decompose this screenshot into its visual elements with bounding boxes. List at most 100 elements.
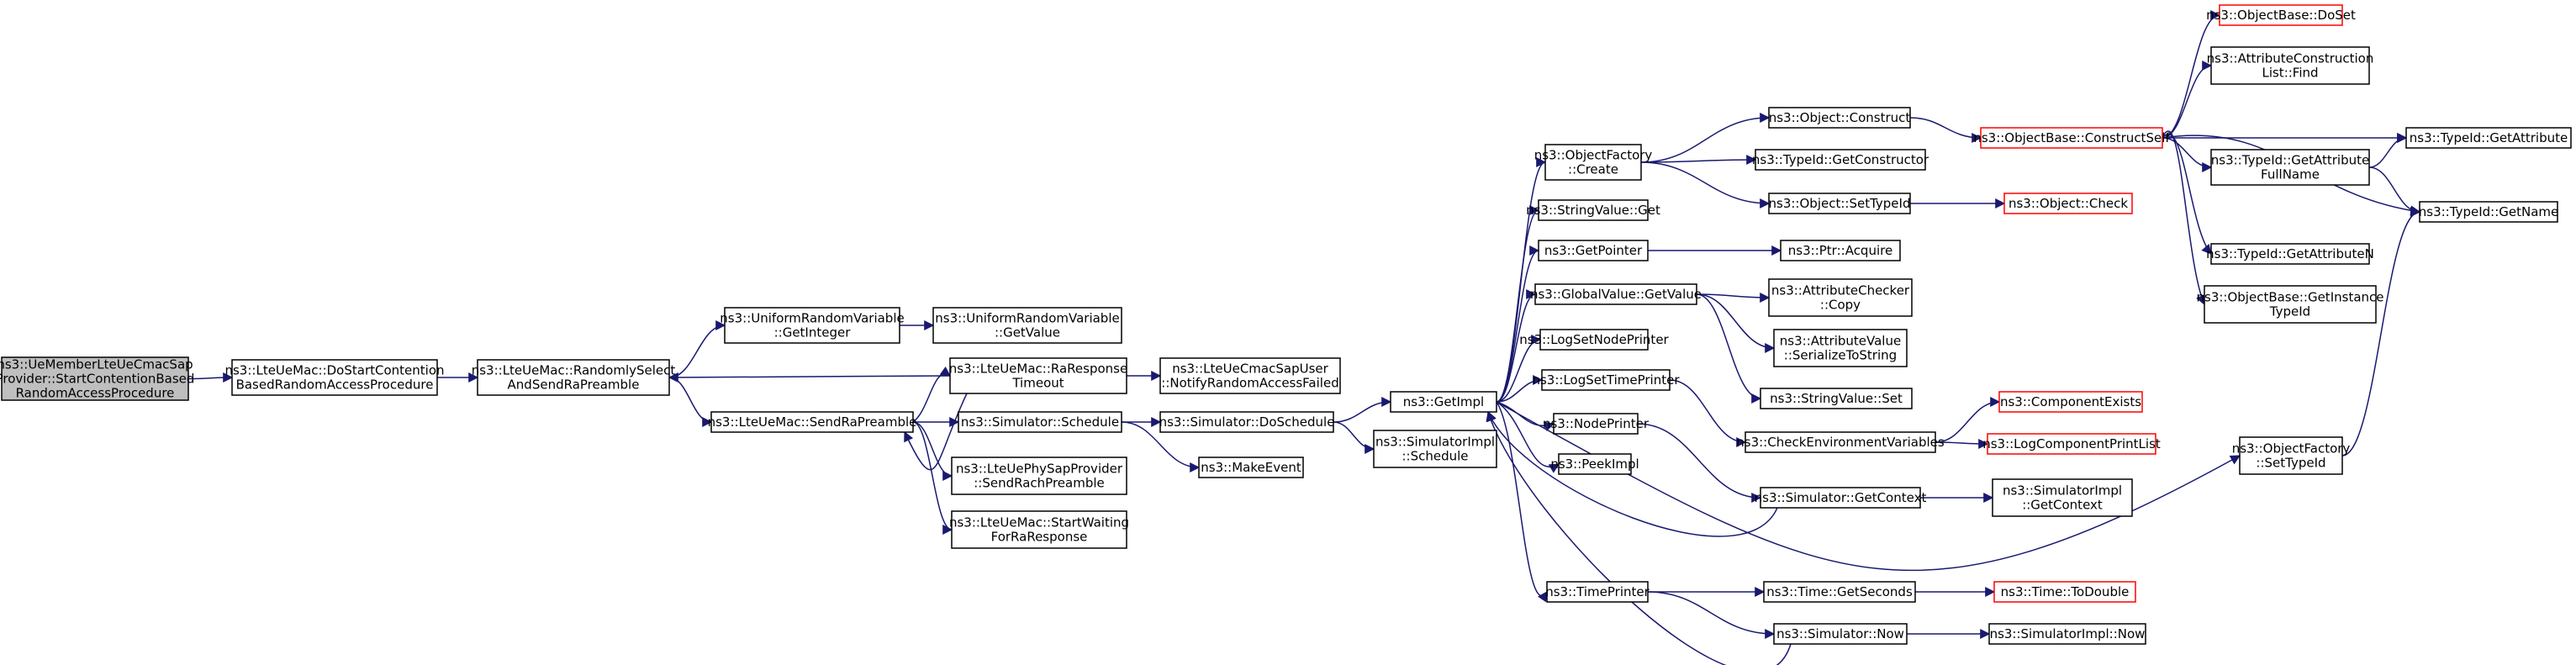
edge-dosched-to-implsched [1333,421,1375,454]
node-notifyra[interactable]: ns3::LteUeCmacSapUser::NotifyRandomAcces… [1159,357,1341,394]
edge-simgetctx-to-getimpl [1486,410,1778,537]
node-tidgetname[interactable]: ns3::TypeId::GetName [2419,201,2558,223]
node-label: ns3::TypeId::GetName [2419,204,2558,219]
node-label: ns3::Simulator::DoSchedule [1159,414,1335,430]
node-simsched[interactable]: ns3::Simulator::Schedule [958,411,1122,433]
node-nodeprinter[interactable]: ns3::NodePrinter [1543,413,1650,435]
node-timeprinter[interactable]: ns3::TimePrinter [1545,581,1650,603]
node-label: ns3::Simulator::Schedule [961,414,1119,430]
node-box [958,411,1122,433]
node-label: ns3::LogSetNodePrinter [1519,332,1669,347]
node-tidgetattrn[interactable]: ns3::TypeId::GetAttributeN [2206,243,2374,265]
node-box [1763,581,1916,603]
node-box [2239,436,2343,475]
node-box [710,411,914,433]
node-box [1558,453,1632,475]
node-simnow[interactable]: ns3::Simulator::Now [1773,623,1908,645]
node-implsched[interactable]: ns3::SimulatorImpl::Schedule [1373,430,1497,468]
node-sendra[interactable]: ns3::LteUeMac::SendRaPreamble [708,411,917,433]
node-box [1773,623,1908,645]
node-implnow[interactable]: ns3::SimulatorImpl::Now [1988,623,2146,645]
node-label: ns3::AttributeConstruction [2207,51,2374,66]
node-peekimpl[interactable]: ns3::PeekImpl [1550,453,1639,475]
edge-objfactcreate-to-objsettid [1640,161,1771,208]
node-ptracquire[interactable]: ns3::Ptr::Acquire [1780,240,1901,261]
node-randsel[interactable]: ns3::LteUeMac::RandomlySelectAndSendRaPr… [472,359,676,396]
node-logcomplist[interactable]: ns3::LogComponentPrintList [1982,433,2161,455]
node-label: ns3::LogComponentPrintList [1982,436,2161,451]
node-label: ns3::GlobalValue::GetValue [1530,287,1702,302]
node-label: ns3::Object::SetTypeId [1769,196,1911,211]
node-label: ns3::SimulatorImpl [1375,435,1495,450]
edge-logtime-to-checkenv [1669,379,1747,447]
node-attrchkcopy[interactable]: ns3::AttributeChecker::Copy [1768,278,1913,317]
node-label: ns3::GetPointer [1544,243,1643,258]
edge-gvgetvalue-to-attrchkcopy [1696,292,1771,303]
node-box [949,357,1127,394]
node-implgetctx[interactable]: ns3::SimulatorImpl::GetContext [1992,478,2133,517]
node-box [724,307,900,344]
edge-getimpl-to-nodeprinter [1496,401,1555,432]
node-box [477,359,670,396]
node-label: ns3::ObjectBase::ConstructSelf [1973,130,2170,145]
node-compexists[interactable]: ns3::ComponentExists [1998,391,2143,413]
edge-objbaseconstructself-to-tidgetattrfull [2162,137,2213,172]
node-label: ::SetTypeId [2256,456,2325,471]
node-label: ns3::TypeId::GetConstructor [1752,152,1929,167]
node-box [1539,329,1649,351]
node-objbaseconstructself[interactable]: ns3::ObjectBase::ConstructSelf [1973,127,2170,149]
node-box [1768,193,1911,214]
edge-sendra-to-rach [912,421,953,481]
node-label: ::SendRachPreamble [974,476,1105,491]
edge-randsel-to-urvint [668,320,726,378]
node-tidgetattr[interactable]: ns3::TypeId::GetAttribute [2405,127,2572,149]
node-label: ns3::LteUePhySapProvider [956,462,1123,477]
node-tidgetctor[interactable]: ns3::TypeId::GetConstructor [1752,149,1929,171]
node-label: List::Find [2262,66,2318,81]
node-label: BasedRandomAccessProcedure [236,377,434,393]
node-label: ns3::LogSetTimePrinter [1532,372,1680,388]
node-gvgetvalue[interactable]: ns3::GlobalValue::GetValue [1530,283,1702,305]
node-timetodouble[interactable]: ns3::Time::ToDouble [1993,581,2136,603]
node-label: ns3::PeekImpl [1550,457,1639,472]
edge-objbaseconstructself-to-objbasegetinst [2162,130,2206,306]
node-dosched[interactable]: ns3::Simulator::DoSchedule [1159,411,1335,433]
node-strvalset[interactable]: ns3::StringValue::Set [1760,388,1913,409]
edge-gvgetvalue-to-attrvalser [1696,293,1776,353]
node-rach[interactable]: ns3::LteUePhySapProvider::SendRachPreamb… [951,457,1127,495]
node-objbasedoset[interactable]: ns3::ObjectBase::DoSet [2206,4,2356,26]
node-objfactcreate[interactable]: ns3::ObjectFactory::Create [1534,144,1653,181]
node-simgetctx[interactable]: ns3::Simulator::GetContext [1755,487,1927,509]
edge-getimpl-to-logtime [1496,375,1544,403]
node-attrvalser[interactable]: ns3::AttributeValue::SerializeToString [1773,329,1908,367]
edge-objbaseconstructself-to-attrconstrfind [2162,61,2213,139]
node-timegetsec[interactable]: ns3::Time::GetSeconds [1763,581,1916,603]
node-objfactsettid[interactable]: ns3::ObjectFactory::SetTypeId [2232,436,2351,475]
node-label: ns3::MakeEvent [1201,460,1301,475]
node-getpointer[interactable]: ns3::GetPointer [1538,240,1649,261]
node-makeevent[interactable]: ns3::MakeEvent [1198,457,1304,478]
node-label: ns3::AttributeValue [1780,334,1901,349]
node-objsettid[interactable]: ns3::Object::SetTypeId [1768,193,1911,214]
node-lognode[interactable]: ns3::LogSetNodePrinter [1519,329,1670,351]
node-dostart[interactable]: ns3::LteUeMac::DoStartContentionBasedRan… [224,359,445,396]
node-checkenv[interactable]: ns3::CheckEnvironmentVariables [1736,431,1945,453]
node-strvalget[interactable]: ns3::StringValue::Get [1526,199,1660,221]
node-objconstruct[interactable]: ns3::Object::Construct [1768,107,1911,129]
node-label: ns3::ObjectFactory [1534,148,1653,163]
node-objcheck[interactable]: ns3::Object::Check [2003,193,2133,214]
node-urvval[interactable]: ns3::UniformRandomVariable::GetValue [932,307,1122,344]
node-logtime[interactable]: ns3::LogSetTimePrinter [1532,369,1680,391]
node-label: ns3::Simulator::Now [1776,626,1904,641]
edge-checkenv-to-logcomplist [1935,438,1989,449]
node-urvint[interactable]: ns3::UniformRandomVariable::GetInteger [720,307,905,344]
node-box [1553,413,1639,435]
node-getimpl[interactable]: ns3::GetImpl [1390,391,1497,413]
edge-simsched-to-makeevent [1121,421,1201,472]
